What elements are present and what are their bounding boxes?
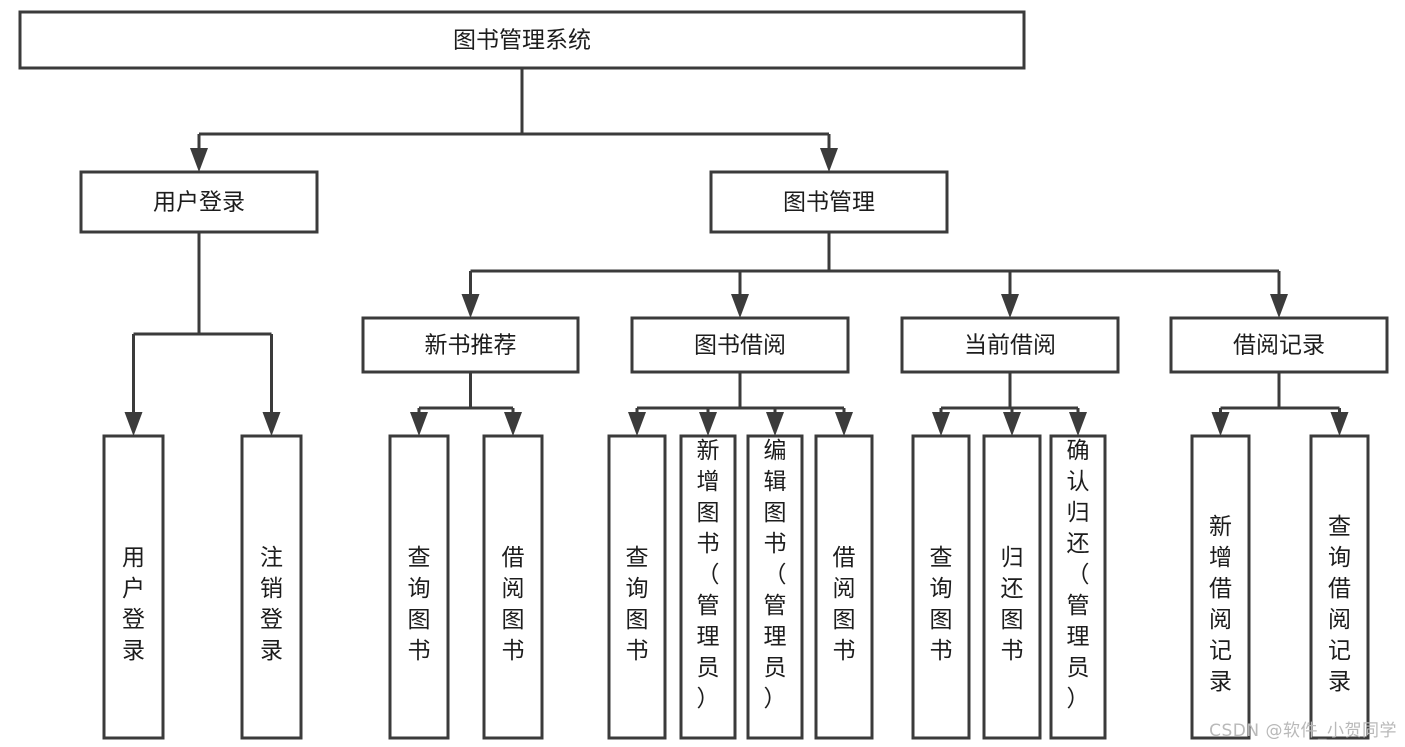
node-leaf-borrow-book-rec[interactable]: 借阅图书	[482, 434, 544, 740]
bookmgmt-to-level3-arrow-0	[461, 294, 480, 318]
node-borrow-record[interactable]: 借阅记录	[1169, 316, 1389, 374]
root-to-level2-arrow-1	[820, 148, 838, 172]
node-book-management-box	[709, 170, 949, 234]
node-new-book-recommend-label: 新书推荐	[425, 333, 517, 359]
node-current-borrow-box	[900, 316, 1120, 374]
node-book-management[interactable]: 图书管理	[709, 170, 949, 234]
node-user-login[interactable]: 用户登录	[79, 170, 319, 234]
node-leaf-query-book-cur[interactable]: 查询图书	[911, 434, 971, 740]
nodes-layer: 图书管理系统用户登录图书管理新书推荐图书借阅当前借阅借阅记录用户登录注销登录查询…	[18, 10, 1389, 740]
borrow-record-to-leaves-arrow-0	[1211, 412, 1230, 436]
new-book-recommend-to-leaves-arrow-1	[504, 412, 522, 436]
node-leaf-logout-label: 注销登录	[260, 545, 283, 664]
node-leaf-user-login-box	[102, 434, 165, 740]
bookmgmt-to-level3-arrow-2	[1001, 294, 1019, 318]
node-leaf-borrow-book-rec-box	[482, 434, 544, 740]
node-leaf-return-book-box	[982, 434, 1042, 740]
node-leaf-query-book-cur-box	[911, 434, 971, 740]
node-root-system[interactable]: 图书管理系统	[18, 10, 1026, 70]
node-leaf-add-record-box	[1190, 434, 1251, 740]
current-borrow-to-leaves-arrow-2	[1069, 412, 1087, 436]
node-leaf-confirm-return[interactable]: 确认归还（管理员）	[1049, 434, 1107, 740]
node-leaf-borrow-book-rec-label: 借阅图书	[502, 545, 525, 664]
node-leaf-edit-book[interactable]: 编辑图书（管理员）	[746, 434, 804, 740]
node-leaf-query-record-label: 查询借阅记录	[1328, 514, 1351, 695]
node-leaf-query-record-box	[1309, 434, 1370, 740]
node-book-borrow[interactable]: 图书借阅	[630, 316, 850, 374]
node-root-system-label: 图书管理系统	[453, 28, 591, 54]
book-borrow-to-leaves-arrow-0	[628, 412, 646, 436]
book-borrow-to-leaves-arrow-1	[699, 412, 717, 436]
node-leaf-edit-book-label: 编辑图书（管理员）	[764, 438, 787, 712]
node-leaf-add-record-label: 新增借阅记录	[1209, 514, 1232, 695]
node-leaf-user-login-label: 用户登录	[122, 545, 145, 664]
node-leaf-confirm-return-label: 确认归还（管理员）	[1067, 438, 1090, 712]
bookmgmt-to-level3-arrow-1	[731, 294, 749, 318]
node-new-book-recommend[interactable]: 新书推荐	[361, 316, 580, 374]
node-leaf-add-book-label: 新增图书（管理员）	[697, 438, 720, 712]
node-book-borrow-label: 图书借阅	[694, 333, 786, 359]
node-leaf-return-book-label: 归还图书	[1001, 545, 1024, 664]
node-leaf-confirm-return-box	[1049, 434, 1107, 740]
book-borrow-to-leaves-arrow-3	[835, 412, 853, 436]
node-leaf-query-book-rec-label: 查询图书	[408, 545, 431, 664]
node-leaf-add-record[interactable]: 新增借阅记录	[1190, 434, 1251, 740]
node-borrow-record-box	[1169, 316, 1389, 374]
node-new-book-recommend-box	[361, 316, 580, 374]
current-borrow-to-leaves-arrow-1	[1003, 412, 1021, 436]
node-leaf-query-book-bor[interactable]: 查询图书	[607, 434, 667, 740]
node-root-system-box	[18, 10, 1026, 70]
new-book-recommend-to-leaves-arrow-0	[410, 412, 428, 436]
node-leaf-add-book-box	[679, 434, 737, 740]
connectors-layer	[124, 68, 1349, 436]
node-leaf-query-record[interactable]: 查询借阅记录	[1309, 434, 1370, 740]
node-current-borrow-label: 当前借阅	[964, 333, 1056, 359]
node-leaf-query-book-bor-box	[607, 434, 667, 740]
userlogin-to-leaves-arrow-0	[124, 412, 143, 436]
node-leaf-edit-book-box	[746, 434, 804, 740]
node-book-management-label: 图书管理	[783, 190, 875, 216]
node-leaf-query-book-rec-box	[388, 434, 450, 740]
node-leaf-query-book-cur-label: 查询图书	[930, 545, 953, 664]
node-leaf-borrow-book-bor-label: 借阅图书	[833, 545, 856, 664]
node-leaf-borrow-book-bor[interactable]: 借阅图书	[814, 434, 874, 740]
current-borrow-to-leaves-arrow-0	[932, 412, 950, 436]
borrow-record-to-leaves-arrow-1	[1330, 412, 1349, 436]
watermark-label: CSDN @软件_小贺同学	[1209, 721, 1397, 741]
book-borrow-to-leaves-arrow-2	[766, 412, 784, 436]
bookmgmt-to-level3-arrow-3	[1270, 294, 1288, 318]
node-leaf-logout[interactable]: 注销登录	[240, 434, 303, 740]
node-leaf-return-book[interactable]: 归还图书	[982, 434, 1042, 740]
node-borrow-record-label: 借阅记录	[1233, 333, 1325, 359]
node-leaf-borrow-book-bor-box	[814, 434, 874, 740]
userlogin-to-leaves-arrow-1	[262, 412, 281, 436]
node-leaf-logout-box	[240, 434, 303, 740]
node-leaf-query-book-bor-label: 查询图书	[626, 545, 649, 664]
node-current-borrow[interactable]: 当前借阅	[900, 316, 1120, 374]
node-user-login-label: 用户登录	[153, 190, 245, 216]
node-book-borrow-box	[630, 316, 850, 374]
node-user-login-box	[79, 170, 319, 234]
root-to-level2-arrow-0	[190, 148, 208, 172]
node-leaf-add-book[interactable]: 新增图书（管理员）	[679, 434, 737, 740]
node-leaf-query-book-rec[interactable]: 查询图书	[388, 434, 450, 740]
node-leaf-user-login[interactable]: 用户登录	[102, 434, 165, 740]
